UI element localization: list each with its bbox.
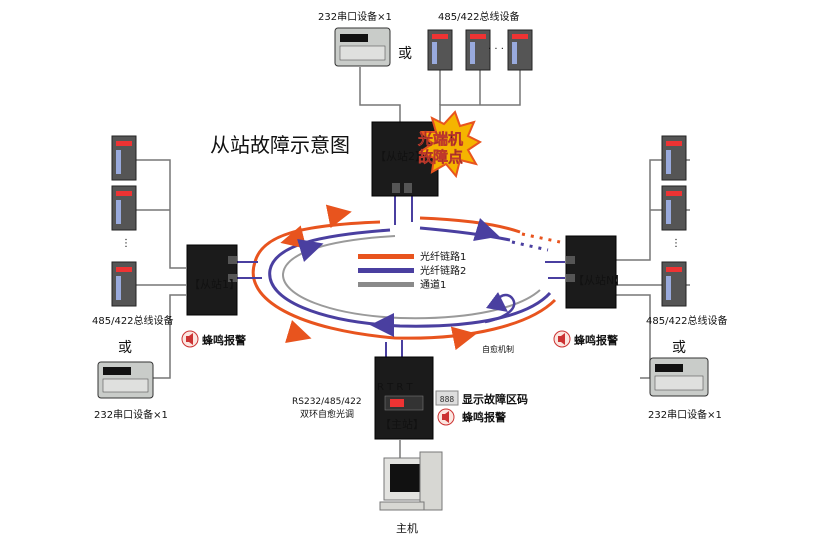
dots-top: · · · — [488, 44, 504, 55]
diagram-title: 从站故障示意图 — [210, 133, 350, 157]
meter-device — [111, 135, 137, 181]
host-computer-icon — [379, 451, 443, 511]
legend-swatch-fiber2 — [358, 268, 414, 273]
meter-device — [111, 261, 137, 307]
fault-label-line2: 故障点 — [418, 148, 463, 166]
master-station — [374, 356, 434, 440]
alarm-label-master: 蜂鸣报警 — [462, 410, 506, 424]
speaker-icon — [181, 330, 199, 348]
station-label-master: 【主站】 — [380, 417, 424, 431]
fiber-link-2-top — [419, 226, 511, 242]
speaker-icon — [437, 408, 455, 426]
legend-swatch-fiber1 — [358, 254, 414, 259]
or-label-right: 或 — [672, 340, 686, 356]
meter-device — [507, 29, 533, 71]
show-fault-label: 显示故障区码 — [462, 392, 528, 406]
self-heal-loop-arrow — [484, 291, 516, 324]
device-label-rs232-left: 232串口设备×1 — [94, 408, 168, 421]
meter-device — [661, 261, 687, 307]
arrow-blue-1 — [297, 238, 324, 262]
fiber-broken-dots-2 — [511, 240, 549, 252]
meter-device — [465, 29, 491, 71]
meter-device — [661, 135, 687, 181]
fault-burst-icon — [417, 110, 482, 179]
arrow-blue-3 — [473, 218, 500, 242]
legend — [358, 254, 414, 287]
alarm-label-left: 蜂鸣报警 — [202, 333, 246, 347]
fiber-broken-dots — [521, 232, 561, 244]
device-label-rs232-top: 232串口设备×1 — [318, 10, 392, 23]
master-info-line1: RS232/485/422 — [292, 397, 362, 407]
channel-1-ring — [281, 235, 541, 320]
device-label-rs485-left: 485/422总线设备 — [92, 314, 174, 327]
legend-label-fiber1: 光纤链路1 — [420, 250, 466, 263]
legend-label-channel1: 通道1 — [420, 278, 446, 291]
rs485-device-right-group — [661, 135, 687, 307]
meter-device — [111, 185, 137, 231]
device-label-rs485-top: 485/422总线设备 — [438, 10, 520, 23]
rs485-device-left-group — [111, 135, 137, 307]
fault-code-display-icon: 888 — [435, 390, 459, 406]
fiber-ring — [251, 204, 561, 351]
or-label-left: 或 — [118, 340, 132, 356]
rs232-device-left — [97, 361, 154, 399]
dots-right: ⋮ — [671, 238, 681, 249]
legend-label-fiber2: 光纤链路2 — [420, 264, 466, 277]
speaker-icon — [553, 330, 571, 348]
arrow-orange-4 — [450, 326, 477, 351]
station-label-slaven: 【从站N】 — [573, 273, 625, 287]
slave-station-n — [565, 235, 617, 309]
device-label-rs485-right: 485/422总线设备 — [646, 314, 728, 327]
station-label-slave2: 【从站2】 — [375, 149, 426, 163]
host-label: 主机 — [396, 521, 418, 535]
svg-text:888: 888 — [440, 395, 455, 404]
rs232-device-right — [649, 357, 709, 397]
device-wires — [132, 67, 690, 458]
device-label-rs232-right: 232串口设备×1 — [648, 408, 722, 421]
rs485-device-top-group — [427, 29, 533, 71]
rs232-device-top — [334, 27, 391, 67]
fault-label-line1: 光端机 — [417, 130, 463, 148]
arrow-orange-2 — [325, 204, 352, 229]
meter-device — [427, 29, 453, 71]
meter-device — [661, 185, 687, 231]
self-heal-label: 自愈机制 — [482, 344, 514, 354]
or-label-top: 或 — [398, 46, 412, 62]
master-ports-label: R T R T — [377, 382, 414, 393]
dots-left: ⋮ — [121, 238, 131, 249]
master-info-line2: 双环自愈光调 — [300, 408, 354, 420]
arrow-orange-3 — [285, 320, 312, 344]
alarm-label-right: 蜂鸣报警 — [574, 333, 618, 347]
arrow-orange-1 — [280, 225, 307, 249]
slave-station-1 — [186, 244, 238, 316]
station-label-slave1: 【从站1】 — [189, 277, 240, 291]
legend-swatch-channel1 — [358, 282, 414, 287]
